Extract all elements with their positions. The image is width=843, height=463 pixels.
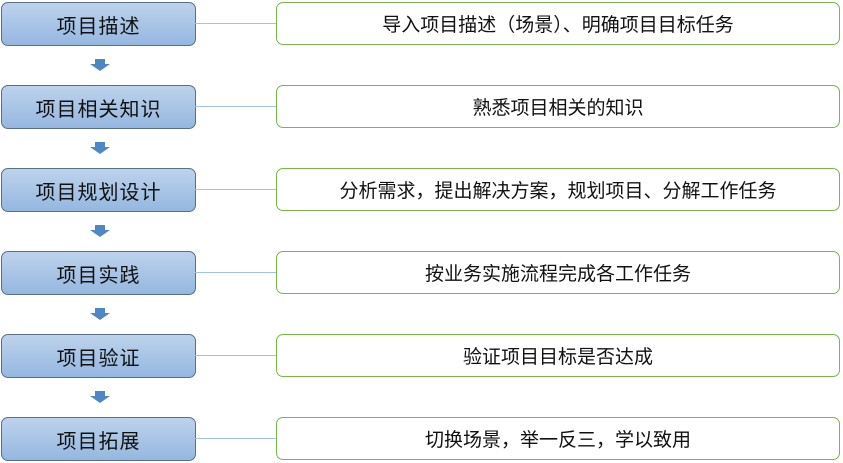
down-arrow-icon [90,142,110,154]
connector-line [195,23,277,24]
step-title-box: 项目相关知识 [1,85,196,129]
step-title-box: 项目拓展 [1,417,196,461]
connector-line [195,106,277,107]
step-description-box: 分析需求，提出解决方案，规划项目、分解工作任务 [276,168,840,211]
step-description-box: 验证项目目标是否达成 [276,334,840,377]
connector-line [195,438,277,439]
flow-step: 项目拓展 切换场景，举一反三，学以致用 [0,417,843,461]
step-description-box: 导入项目描述（场景）、明确项目目标任务 [276,2,840,45]
flow-step: 项目相关知识 熟悉项目相关的知识 [0,85,843,129]
step-title-box: 项目规划设计 [1,168,196,212]
connector-line [195,355,277,356]
step-description-box: 切换场景，举一反三，学以致用 [276,417,840,460]
step-description-box: 按业务实施流程完成各工作任务 [276,251,840,294]
down-arrow-icon [90,308,110,320]
step-title-box: 项目实践 [1,251,196,295]
down-arrow-icon [90,391,110,403]
connector-line [195,189,277,190]
step-description-box: 熟悉项目相关的知识 [276,85,840,128]
step-title-box: 项目描述 [1,2,196,46]
connector-line [195,272,277,273]
step-title-box: 项目验证 [1,334,196,378]
flow-step: 项目实践 按业务实施流程完成各工作任务 [0,251,843,295]
flow-step: 项目描述 导入项目描述（场景）、明确项目目标任务 [0,2,843,46]
flow-step: 项目规划设计 分析需求，提出解决方案，规划项目、分解工作任务 [0,168,843,212]
flow-step: 项目验证 验证项目目标是否达成 [0,334,843,378]
down-arrow-icon [90,59,110,71]
down-arrow-icon [90,225,110,237]
